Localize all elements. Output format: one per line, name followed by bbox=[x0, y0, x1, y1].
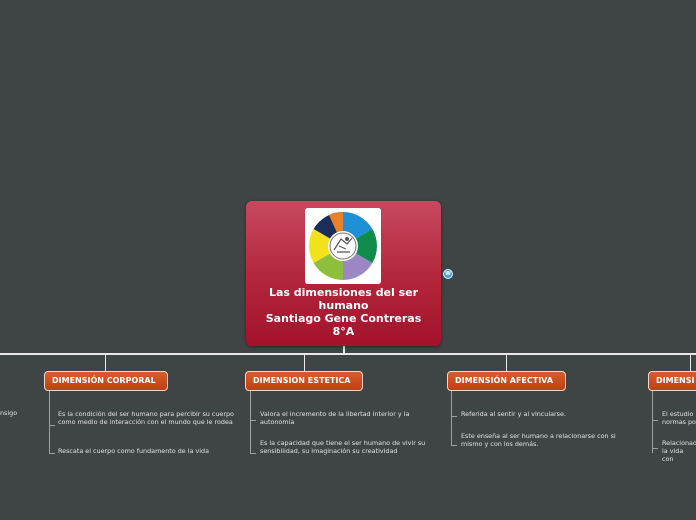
leaf-connector bbox=[451, 445, 457, 446]
leaf-connector bbox=[49, 391, 50, 453]
central-connector bbox=[343, 346, 345, 354]
leaf-connector bbox=[250, 453, 256, 454]
leaf-connector bbox=[652, 420, 658, 421]
leaf-corporal-1: Es la condición del ser humano para perc… bbox=[58, 410, 234, 426]
leaf-fourth-1: El estudio normas po bbox=[662, 410, 696, 426]
leaf-corporal-2: Rescata el cuerpo como fundamento de la … bbox=[58, 447, 209, 455]
leaf-connector bbox=[49, 453, 55, 454]
leaf-estetica-1: Valora el incremento de la libertad inte… bbox=[260, 410, 410, 426]
central-title: Las dimensiones del ser humano Santiago … bbox=[250, 286, 437, 338]
leaf-fourth-2: Relacionad la vida con bbox=[662, 439, 696, 463]
branch-connector-afectiva bbox=[506, 354, 507, 371]
branch-dimension-corporal[interactable]: DIMENSIÓN CORPORAL bbox=[44, 371, 168, 391]
branch-dimension-estetica[interactable]: DIMENSION ESTETICA bbox=[245, 371, 363, 391]
central-title-line-3: Santiago Gene Contreras bbox=[265, 312, 422, 325]
central-title-line-1: Las dimensiones del ser bbox=[268, 286, 419, 299]
central-topic[interactable]: Las dimensiones del ser humano Santiago … bbox=[246, 201, 441, 346]
leaf-estetica-2: Es la capacidad que tiene el ser humano … bbox=[260, 439, 426, 455]
central-title-line-4: 8°A bbox=[332, 325, 355, 338]
central-title-line-2: humano bbox=[318, 299, 369, 312]
left-fragment-text: nsigo bbox=[0, 409, 18, 417]
branch-dimension-fourth[interactable]: DIMENSI bbox=[648, 371, 696, 391]
branch-connector-fourth bbox=[690, 354, 691, 371]
leaf-connector bbox=[250, 391, 251, 453]
dimensions-wheel-image bbox=[305, 208, 381, 284]
leaf-afectiva-1: Referida al sentir y al vincularse. bbox=[461, 410, 566, 418]
branch-connector-estetica bbox=[304, 354, 305, 371]
leaf-connector bbox=[652, 391, 653, 453]
leaf-afectiva-2: Este enseña al ser humano a relacionarse… bbox=[461, 432, 616, 448]
branch-dimension-afectiva[interactable]: DIMENSIÓN AFECTIVA bbox=[447, 371, 566, 391]
leaf-connector bbox=[451, 391, 452, 446]
leaf-connector bbox=[652, 448, 658, 449]
branch-connector-corporal bbox=[105, 354, 106, 371]
leaf-connector bbox=[451, 416, 457, 417]
leaf-connector bbox=[49, 425, 55, 426]
dimensions-wheel-icon bbox=[305, 208, 381, 284]
wordpress-icon[interactable]: W bbox=[443, 269, 453, 279]
main-horizontal-connector bbox=[0, 353, 696, 355]
leaf-connector bbox=[250, 420, 256, 421]
